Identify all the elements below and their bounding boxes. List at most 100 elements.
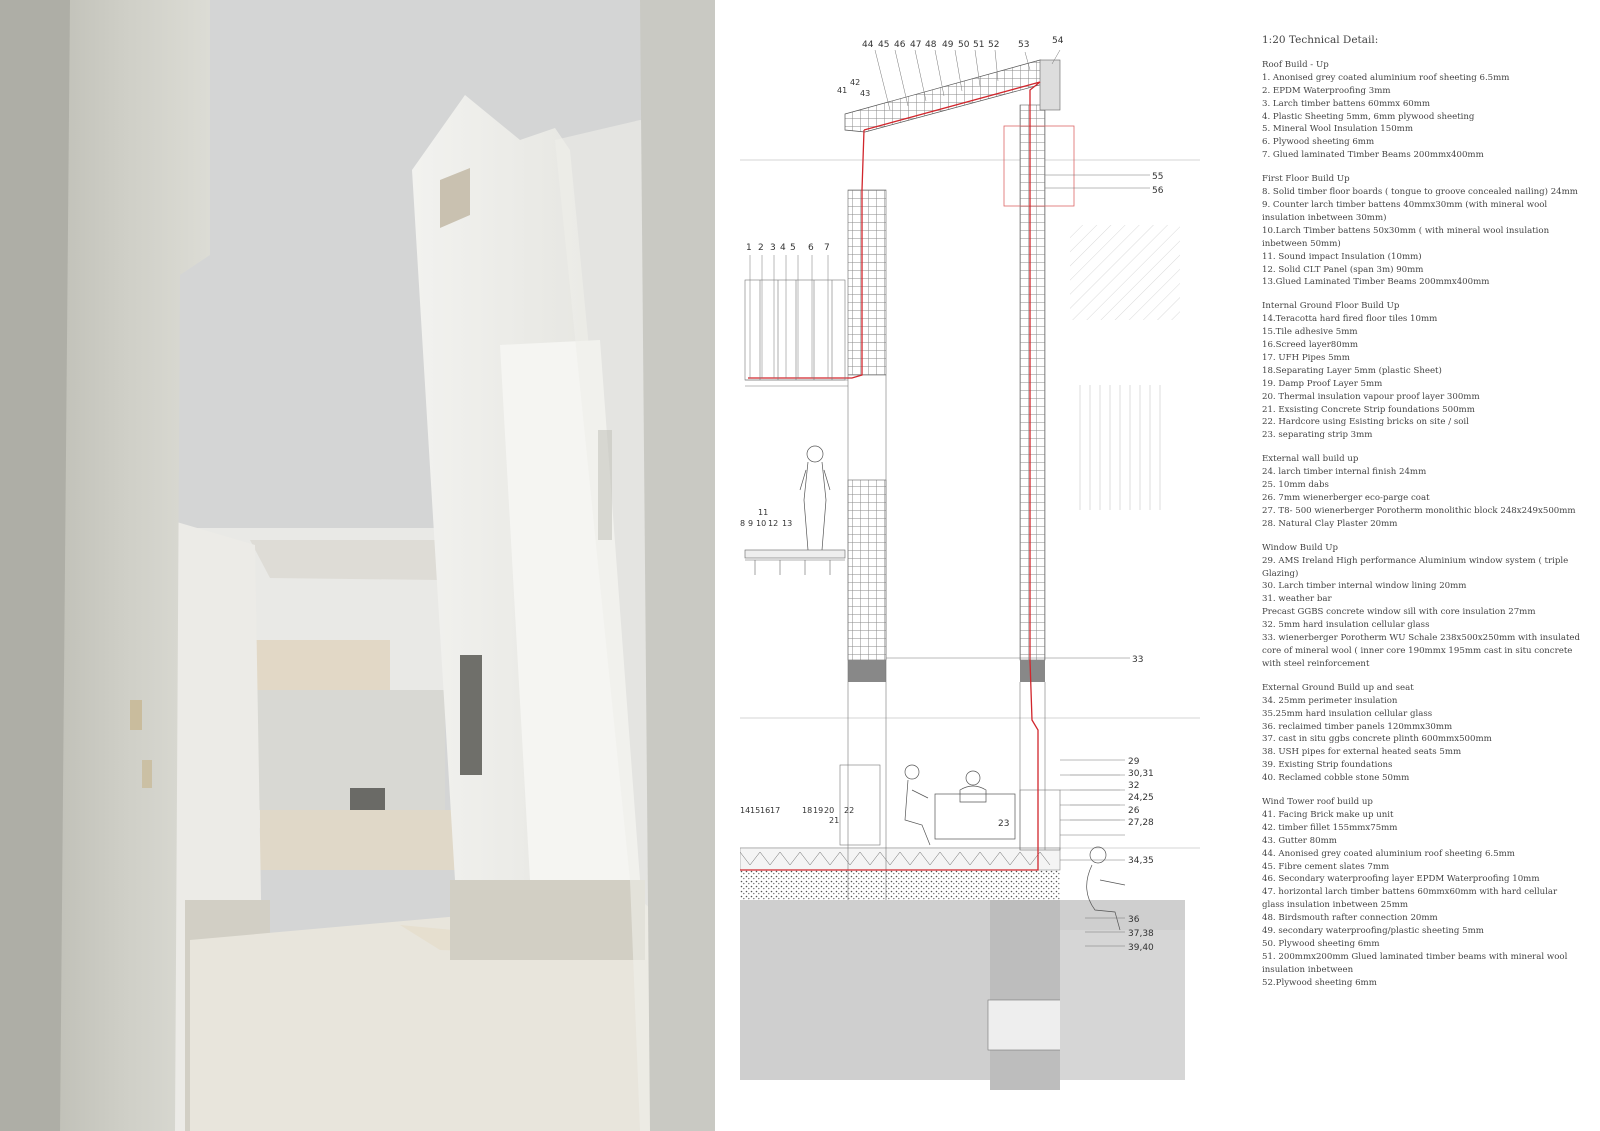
spec-item: 10.Larch Timber battens 50x30mm ( with m… <box>1262 225 1550 249</box>
spec-item: 29. AMS Ireland High performance Alumini… <box>1262 555 1569 579</box>
spec-item: 1. Anonised grey coated aluminium roof s… <box>1262 72 1510 83</box>
label-11: 11 <box>758 508 768 517</box>
spec-item: 41. Facing Brick make up unit <box>1262 809 1394 820</box>
spec-item: 20. Thermal insulation vapour proof laye… <box>1262 391 1480 402</box>
spec-item: 48. Birdsmouth rafter connection 20mm <box>1262 913 1438 924</box>
label-50: 50 <box>958 40 970 50</box>
spec-item: 7. Glued laminated Timber Beams 200mmx40… <box>1262 150 1484 161</box>
label-12: 12 <box>768 519 778 528</box>
notes-section: Window Build Up 29. AMS Ireland High perf… <box>1262 542 1582 671</box>
label-32: 32 <box>1128 781 1139 791</box>
label-51: 51 <box>973 40 984 50</box>
label-9: 9 <box>748 519 753 528</box>
spec-item: 4. Plastic Sheeting 5mm, 6mm plywood she… <box>1262 111 1475 122</box>
spec-item: 17. UFH Pipes 5mm <box>1262 352 1350 363</box>
spec-item: 23. separating strip 3mm <box>1262 430 1373 441</box>
section-title: First Floor Build Up <box>1262 174 1350 185</box>
label-27-28: 27,28 <box>1128 818 1154 828</box>
label-53: 53 <box>1018 40 1029 50</box>
label-56: 56 <box>1152 186 1164 196</box>
spec-item: Precast GGBS concrete window sill with c… <box>1262 607 1536 618</box>
spec-item: 34. 25mm perimeter insulation <box>1262 695 1398 706</box>
spec-item: 8. Solid timber floor boards ( tongue to… <box>1262 187 1578 198</box>
label-17: 17 <box>770 806 780 815</box>
spec-item: 15.Tile adhesive 5mm <box>1262 327 1358 338</box>
label-43: 43 <box>860 89 870 98</box>
spec-item: 45. Fibre cement slates 7mm <box>1262 861 1390 872</box>
label-49: 49 <box>942 40 954 50</box>
spec-item: 2. EPDM Waterproofing 3mm <box>1262 85 1391 96</box>
spec-item: 43. Gutter 80mm <box>1262 835 1337 846</box>
label-34-35: 34,35 <box>1128 856 1154 866</box>
label-33: 33 <box>1132 655 1143 665</box>
model-photograph <box>0 0 715 1131</box>
label-29: 29 <box>1128 757 1140 767</box>
label-44: 44 <box>862 40 874 50</box>
label-36: 36 <box>1128 915 1140 925</box>
label-46: 46 <box>894 40 906 50</box>
label-41: 41 <box>837 86 847 95</box>
spec-item: 9. Counter larch timber battens 40mmx30m… <box>1262 199 1548 223</box>
spec-item: 6. Plywood sheeting 6mm <box>1262 137 1375 148</box>
spec-item: 31. weather bar <box>1262 594 1332 605</box>
label-42: 42 <box>850 78 860 87</box>
spec-item: 47. horizontal larch timber battens 60mm… <box>1262 887 1558 911</box>
label-14: 14 <box>740 806 750 815</box>
spec-item: 36. reclaimed timber panels 120mmx30mm <box>1262 721 1453 732</box>
spec-item: 12. Solid CLT Panel (span 3m) 90mm <box>1262 264 1424 275</box>
section-title: Internal Ground Floor Build Up <box>1262 301 1400 312</box>
notes-section: First Floor Build Up 8. Solid timber floo… <box>1262 173 1582 289</box>
spec-item: 21. Exsisting Concrete Strip foundations… <box>1262 404 1475 415</box>
spec-item: 51. 200mmx200mm Glued laminated timber b… <box>1262 951 1568 975</box>
spec-item: 25. 10mm dabs <box>1262 480 1329 491</box>
label-20: 20 <box>824 806 834 815</box>
spec-item: 46. Secondary waterproofing layer EPDM W… <box>1262 874 1540 885</box>
label-54: 54 <box>1052 36 1064 46</box>
spec-item: 16.Screed layer80mm <box>1262 340 1359 351</box>
label-48: 48 <box>925 40 937 50</box>
section-title: Roof Build - Up <box>1262 59 1329 70</box>
section-title: Window Build Up <box>1262 542 1339 553</box>
label-52: 52 <box>988 40 999 50</box>
label-21: 21 <box>829 816 839 825</box>
label-16: 16 <box>760 806 770 815</box>
spec-item: 3. Larch timber battens 60mmx 60mm <box>1262 98 1431 109</box>
spec-item: 18.Separating Layer 5mm (plastic Sheet) <box>1262 365 1442 376</box>
label-18: 18 <box>802 806 812 815</box>
notes-sections: Roof Build - Up 1. Anonised grey coated a… <box>1262 59 1582 990</box>
label-3: 3 <box>770 243 776 253</box>
spec-item: 30. Larch timber internal window lining … <box>1262 581 1467 592</box>
label-5: 5 <box>790 243 796 253</box>
spec-item: 13.Glued Laminated Timber Beams 200mmx40… <box>1262 277 1490 288</box>
spec-item: 37. cast in situ ggbs concrete plinth 60… <box>1262 734 1492 745</box>
label-24-25: 24,25 <box>1128 793 1154 803</box>
label-22: 22 <box>844 806 854 815</box>
section-title: External wall build up <box>1262 454 1359 465</box>
spec-item: 42. timber fillet 155mmx75mm <box>1262 822 1398 833</box>
spec-item: 5. Mineral Wool Insulation 150mm <box>1262 124 1413 135</box>
notes-section: External wall build up 24. larch timber i… <box>1262 453 1582 530</box>
spec-item: 49. secondary waterproofing/plastic shee… <box>1262 926 1484 937</box>
technical-section-drawing: 44 45 46 47 48 49 50 51 52 53 54 41 42 4… <box>740 36 1200 1090</box>
label-4: 4 <box>780 243 786 253</box>
label-15: 15 <box>750 806 760 815</box>
spec-item: 26. 7mm wienerberger eco-parge coat <box>1262 493 1430 503</box>
label-55: 55 <box>1152 172 1163 182</box>
spec-item: 38. USH pipes for external heated seats … <box>1262 747 1462 758</box>
label-6: 6 <box>808 243 814 253</box>
spec-item: 27. T8- 500 wienerberger Porotherm monol… <box>1262 505 1576 516</box>
label-37-38: 37,38 <box>1128 929 1154 939</box>
spec-item: 24. larch timber internal finish 24mm <box>1262 467 1427 478</box>
label-10: 10 <box>756 519 766 528</box>
label-30-31: 30,31 <box>1128 769 1154 779</box>
spec-item: 33. wienerberger Porotherm WU Schale 238… <box>1262 633 1581 669</box>
spec-item: 40. Reclamed cobble stone 50mm <box>1262 773 1410 784</box>
spec-item: 28. Natural Clay Plaster 20mm <box>1262 518 1398 529</box>
spec-item: 52.Plywood sheeting 6mm <box>1262 977 1377 988</box>
label-7: 7 <box>824 243 830 253</box>
label-45: 45 <box>878 40 889 50</box>
